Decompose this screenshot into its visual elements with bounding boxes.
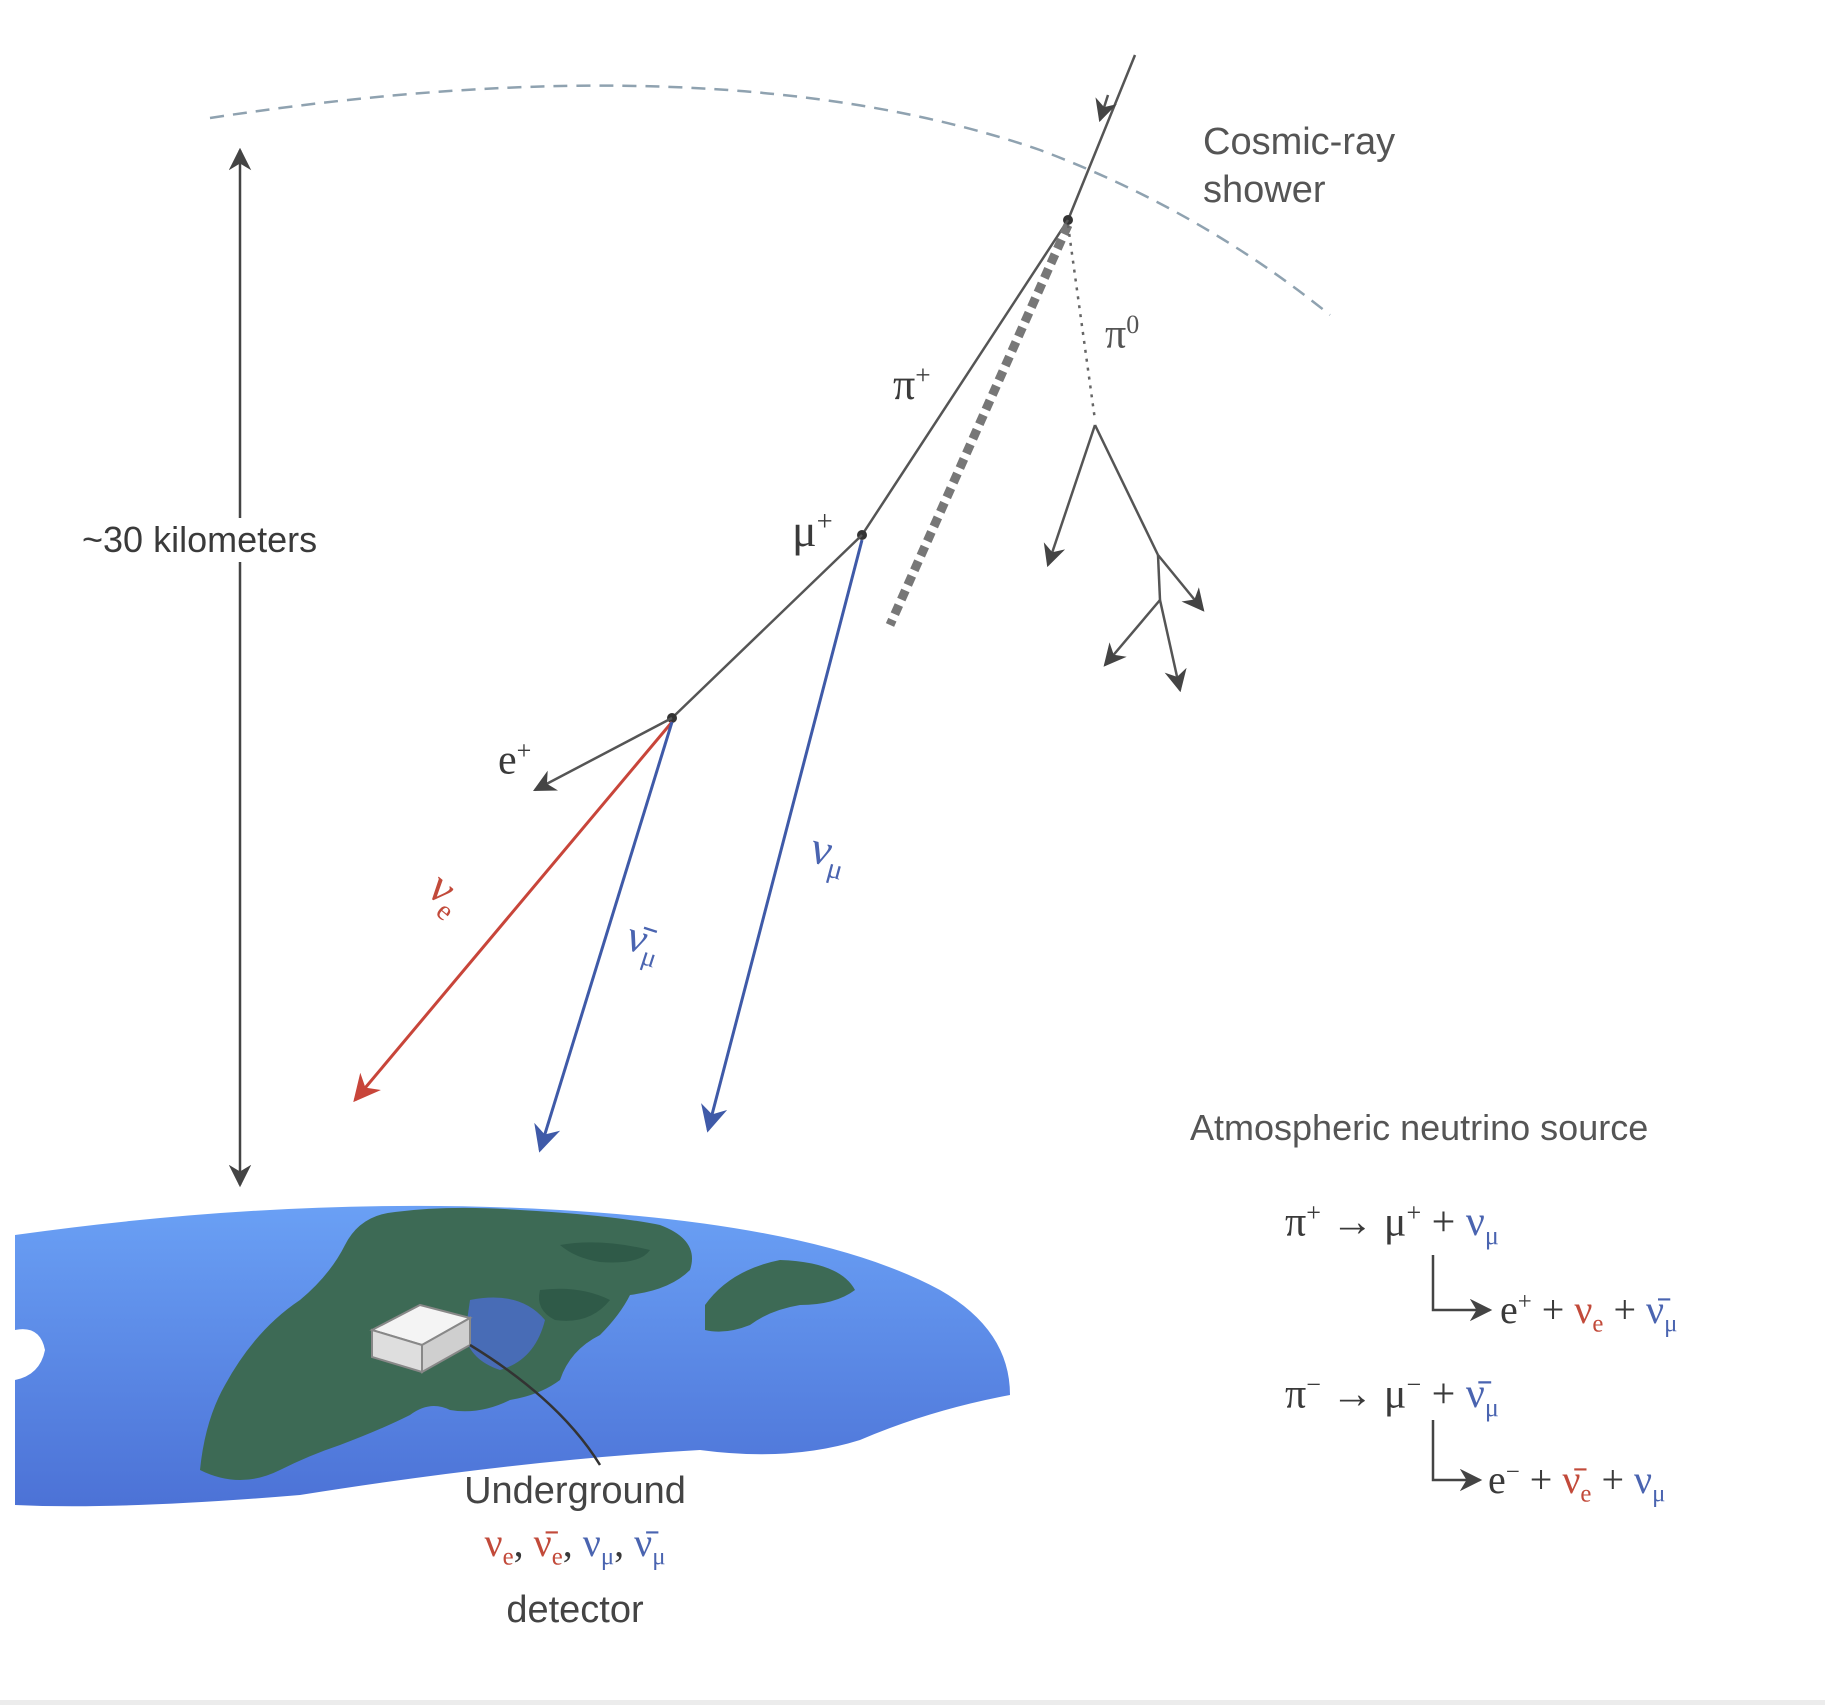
pi-zero-charge: 0 (1126, 310, 1140, 339)
flavor-nu-e: νe (484, 1520, 514, 1571)
mu-plus-track (671, 534, 863, 719)
detector-box (369, 1303, 473, 1374)
cosmic-ray-track (1066, 54, 1137, 221)
pi-zero-symbol: π (1105, 311, 1127, 358)
equation-2b: e− + ν̄e + νμ (1488, 1457, 1666, 1508)
flavor-nu-mu: νμ (582, 1520, 615, 1571)
pi-zero-track (1066, 224, 1097, 421)
e-plus-symbol: e (498, 737, 517, 784)
electromagnetic-shower (1043, 424, 1205, 693)
pi-zero-label: π0 (1105, 310, 1140, 358)
mu-plus-symbol: μ (792, 505, 817, 556)
detector-flavors: νe, ν̄e, νμ, ν̄μ (484, 1520, 666, 1571)
earth-surface (15, 1205, 1010, 1507)
e-plus-charge: + (516, 736, 532, 765)
flavor-nubar-mu: ν̄μ (634, 1520, 666, 1571)
pi-plus-charge: + (915, 360, 931, 390)
pi-plus-track (860, 219, 1070, 536)
shower-label: Cosmic-ray shower (1203, 118, 1395, 214)
mu-plus-label: μ+ (792, 508, 833, 554)
nubar-mu-track (534, 721, 674, 1153)
shower-label-line1: Cosmic-ray (1203, 121, 1396, 163)
hadronic-cascade (885, 223, 1073, 627)
atmosphere-boundary (209, 84, 1331, 316)
mu-plus-charge: + (816, 506, 833, 538)
e-plus-track (533, 716, 673, 792)
e-plus-label: e+ (498, 736, 532, 784)
equation-1: π+ → μ+ + νμ (1285, 1198, 1499, 1251)
detector-label: Underground νe, ν̄e, νμ, ν̄μ detector (430, 1465, 720, 1636)
bottom-divider (0, 1700, 1825, 1705)
eq2-branch (1431, 1420, 1483, 1492)
shower-label-line2: shower (1203, 169, 1326, 211)
equations-title: Atmospheric neutrino source (1190, 1107, 1649, 1148)
nu-e-track (353, 721, 674, 1103)
equation-1b: e+ + νe + ν̄μ (1500, 1287, 1678, 1338)
pi-plus-symbol: π (893, 360, 916, 409)
equation-2: π− → μ− + ν̄μ (1285, 1370, 1499, 1423)
detector-label-line3: detector (506, 1588, 644, 1631)
pi-plus-label: π+ (893, 360, 931, 409)
flavor-nubar-e: ν̄e (533, 1520, 563, 1571)
detector-leader-line (469, 1343, 602, 1466)
nu-mu-track (701, 539, 864, 1133)
detector-label-line1: Underground (464, 1470, 686, 1512)
eq1-branch (1431, 1255, 1493, 1322)
distance-label: ~30 kilometers (82, 518, 318, 562)
